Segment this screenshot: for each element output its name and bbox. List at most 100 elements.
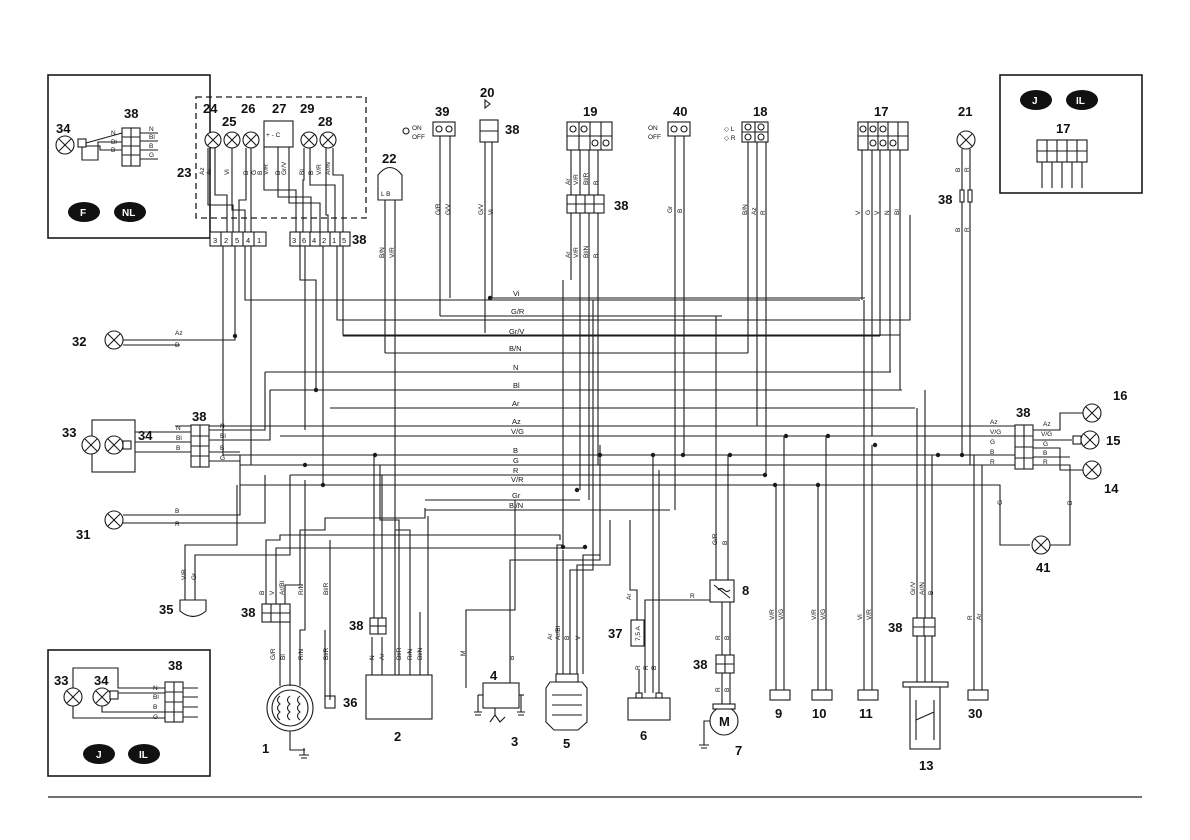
svg-text:Ar: Ar [976, 613, 983, 620]
svg-text:J: J [96, 750, 102, 761]
svg-text:10: 10 [812, 706, 826, 721]
svg-text:Bl: Bl [220, 433, 226, 440]
svg-text:R: R [715, 635, 722, 640]
relay-27 [263, 120, 294, 148]
svg-text:G/R: G/R [511, 307, 525, 316]
svg-text:7,5 A: 7,5 A [635, 626, 642, 641]
svg-text:31: 31 [76, 527, 90, 542]
svg-text:G/R: G/R [712, 533, 719, 545]
svg-text:B: B [724, 636, 731, 640]
svg-text:28: 28 [318, 114, 332, 129]
starter-relay-8: 8 G/R B R B [709, 315, 749, 655]
svg-text:Bl: Bl [280, 654, 287, 660]
svg-text:9: 9 [775, 706, 782, 721]
svg-text:38: 38 [168, 658, 182, 673]
svg-text:Bl: Bl [894, 209, 901, 215]
svg-text:B: B [593, 254, 600, 258]
svg-text:29: 29 [300, 101, 314, 116]
svg-text:R/N: R/N [298, 649, 305, 661]
svg-text:38: 38 [693, 657, 707, 672]
svg-text:25: 25 [222, 114, 236, 129]
inset-top-right: J IL 17 [999, 74, 1143, 194]
svg-text:Vi: Vi [224, 169, 231, 175]
svg-text:V/G: V/G [990, 429, 1001, 436]
svg-text:3: 3 [292, 236, 296, 245]
svg-text:V/R: V/R [263, 164, 270, 175]
svg-text:38: 38 [241, 605, 255, 620]
svg-text:6: 6 [640, 728, 647, 743]
svg-text:B: B [513, 446, 518, 455]
svg-text:B: B [220, 445, 224, 452]
inset-tl-38-label: 38 [124, 106, 138, 121]
svg-text:B: B [1043, 450, 1047, 457]
svg-text:3: 3 [213, 236, 217, 245]
wire-buses: Vi G/R Gr/V B/N N Bl Ar Az V/G B G R V/R… [175, 215, 1030, 546]
svg-text:2: 2 [224, 236, 228, 245]
svg-text:V: V [874, 210, 881, 215]
svg-text:G: G [990, 439, 995, 446]
svg-text:Gr/V: Gr/V [509, 327, 524, 336]
switch-39: ON OFF 39 G/R G/V [402, 104, 456, 316]
svg-text:R: R [513, 466, 519, 475]
svg-text:35: 35 [159, 602, 173, 617]
inset-top-left: 38 34 N Bl B N Bl B G F NL [47, 74, 211, 239]
svg-text:R: R [690, 593, 695, 600]
svg-text:Az: Az [1043, 421, 1051, 428]
svg-text:Bl: Bl [176, 435, 182, 442]
svg-text:14: 14 [1104, 481, 1119, 496]
svg-text:5: 5 [563, 736, 570, 751]
svg-text:Az: Az [199, 167, 206, 175]
svg-text:3: 3 [511, 734, 518, 749]
switch-18: ◇ L ◇ R 18 B/N Az R [724, 104, 769, 475]
svg-text:V/R: V/R [866, 609, 873, 620]
svg-text:Bl/R: Bl/R [323, 647, 330, 660]
svg-text:B: B [990, 449, 994, 456]
svg-text:N: N [149, 126, 154, 133]
svg-text:B/N: B/N [509, 344, 522, 353]
svg-text:B/N: B/N [742, 204, 749, 215]
svg-text:B: B [275, 171, 282, 175]
svg-text:37: 37 [608, 626, 622, 641]
svg-text:5: 5 [235, 236, 239, 245]
horn-35: V/R Gr 35 [159, 475, 291, 618]
svg-text:G: G [149, 152, 154, 159]
svg-text:Az: Az [512, 417, 521, 426]
lamp-32: AzB 32 [72, 330, 183, 350]
svg-text:V/R: V/R [389, 247, 396, 258]
svg-text:B: B [955, 228, 962, 232]
svg-text:M: M [719, 714, 730, 729]
battery-6: 7,5 A 6 37 Ar R R B R [608, 455, 715, 743]
lamp-31: BR 31 [76, 455, 266, 542]
svg-text:B: B [243, 171, 250, 175]
svg-text:23: 23 [177, 165, 191, 180]
svg-text:B: B [308, 171, 315, 175]
svg-text:Ar: Ar [565, 178, 572, 185]
svg-text:Bl/N: Bl/N [509, 501, 523, 510]
svg-text:13: 13 [919, 758, 933, 773]
svg-text:38: 38 [505, 122, 519, 137]
svg-text:Gr/V: Gr/V [281, 161, 288, 175]
svg-text:34: 34 [94, 673, 109, 688]
instrument-panel-23: + - C 24 25 26 27 29 28 23 Az Ar Vi B G … [177, 96, 367, 232]
svg-text:G: G [251, 170, 258, 175]
svg-text:V: V [575, 635, 582, 640]
svg-text:IL: IL [139, 750, 148, 761]
svg-text:4: 4 [312, 236, 316, 245]
svg-text:Gr: Gr [512, 491, 521, 500]
svg-text:N: N [111, 130, 116, 137]
svg-text:27: 27 [272, 101, 286, 116]
svg-text:16: 16 [1113, 388, 1127, 403]
svg-text:Ar/N: Ar/N [325, 162, 332, 175]
svg-text:15: 15 [1106, 433, 1120, 448]
svg-text:6: 6 [302, 236, 306, 245]
svg-text:32: 32 [72, 334, 86, 349]
svg-text:J: J [1032, 96, 1038, 107]
fuel-sender-13: 13 38 Gr/V Ar/N B [888, 390, 949, 773]
svg-text:B: B [1067, 501, 1074, 505]
svg-text:Bl/R: Bl/R [323, 582, 330, 595]
svg-text:R: R [967, 615, 974, 620]
connector-38-left: 3 2 5 4 1 [209, 231, 267, 247]
svg-text:NL: NL [122, 208, 135, 219]
svg-text:Bl: Bl [513, 381, 520, 390]
